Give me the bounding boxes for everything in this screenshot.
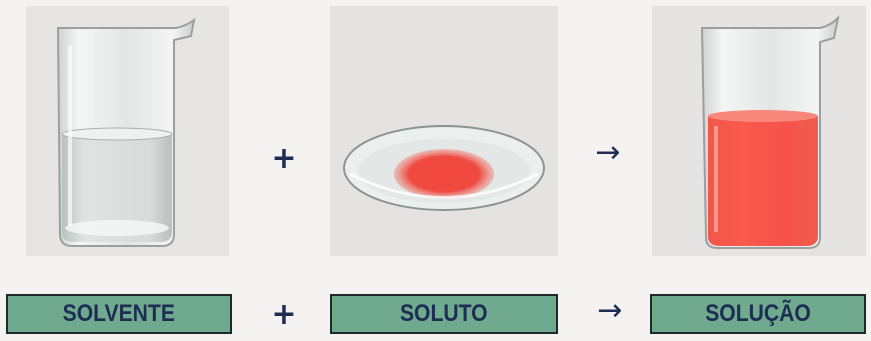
solute-label-text: SOLUTO (400, 300, 488, 328)
solution-beaker-photo (652, 6, 866, 256)
solvent-label-text: SOLVENTE (63, 300, 175, 328)
arrow-icon-bottom: → (588, 296, 632, 326)
solute-label: SOLUTO (330, 294, 558, 334)
solution-label-text: SOLUÇÃO (705, 300, 811, 328)
plus-sign-top: + (269, 144, 299, 174)
arrow-icon-top: → (586, 138, 630, 168)
solution-label: SOLUÇÃO (650, 294, 866, 334)
plus-sign-bottom: + (269, 300, 299, 330)
solvent-label: SOLVENTE (6, 294, 232, 334)
solvent-beaker-photo (26, 6, 229, 256)
solute-watch-glass-photo (330, 6, 558, 256)
